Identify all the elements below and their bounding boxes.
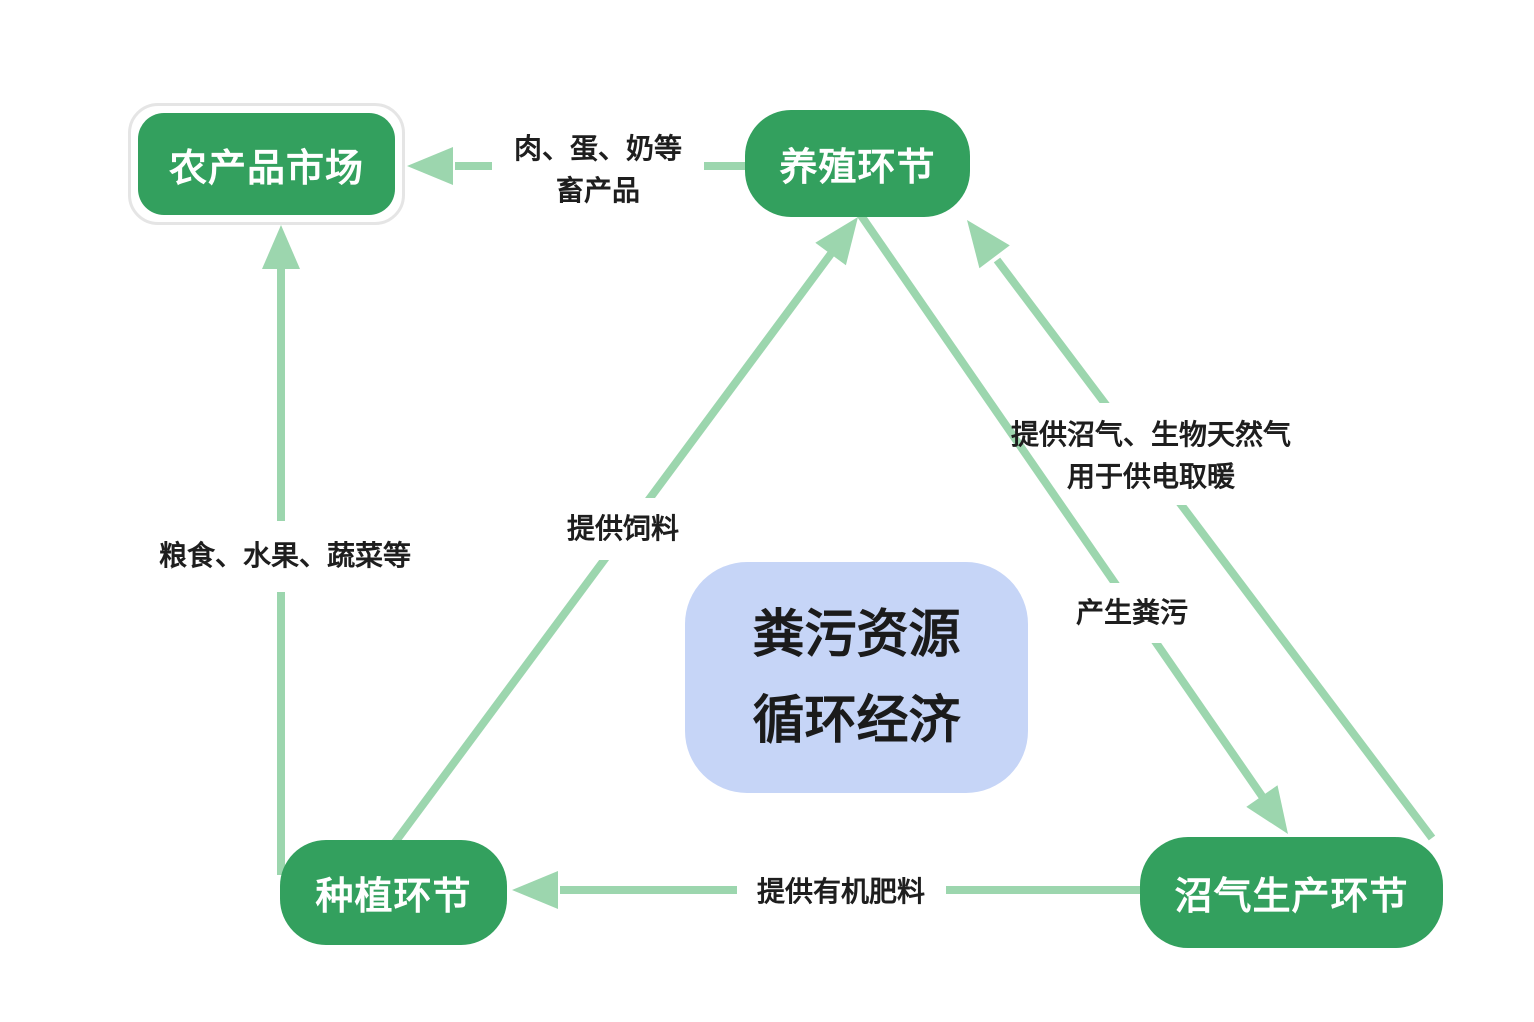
edge-biogas-to-planting-arrowhead (512, 871, 558, 909)
edge-label-livestock-products-line1: 肉、蛋、奶等 (513, 133, 682, 164)
node-planting[interactable]: 种植环节 (280, 840, 507, 945)
edge-label-fertilizer: 提供有机肥料 (756, 876, 925, 907)
edge-label-livestock-products: 肉、蛋、奶等 畜产品 (448, 128, 748, 212)
node-biogas[interactable]: 沼气生产环节 (1140, 837, 1443, 948)
edge-label-mask-fertilizer (737, 862, 946, 923)
edge-label-livestock-products-line2: 畜产品 (555, 175, 640, 206)
edge-label-mask-manure (1057, 583, 1207, 643)
edge-breeding-to-biogas-arrowhead (1246, 785, 1288, 834)
edge-label-biogas-supply-line2: 用于供电取暖 (1066, 461, 1235, 492)
edge-label-biogas-supply-line1: 提供沼气、生物天然气 (1010, 419, 1291, 450)
center-concept-line1: 粪污资源 (752, 605, 961, 664)
edge-label-biogas-supply: 提供沼气、生物天然气 用于供电取暖 (951, 414, 1351, 498)
edge-biogas-to-breeding (967, 220, 1436, 841)
node-market[interactable]: 农产品市场 (138, 113, 395, 215)
edge-biogas-to-breeding-arrowhead (967, 220, 1010, 269)
node-biogas-label: 沼气生产环节 (1174, 876, 1409, 918)
edge-label-mask-crops (134, 521, 436, 592)
center-concept-box[interactable]: 粪污资源 循环经济 (685, 562, 1028, 793)
node-breeding[interactable]: 养殖环节 (745, 110, 970, 217)
edge-label-mask-feed (550, 498, 697, 560)
edge-breeding-to-market-arrowhead (407, 147, 453, 185)
edge-planting-to-breeding-arrowhead (815, 217, 858, 266)
center-concept-line2: 循环经济 (752, 691, 961, 750)
edge-breeding-to-biogas (856, 211, 1288, 834)
node-market-selection-ring: 农产品市场 (128, 103, 405, 225)
node-planting-label: 种植环节 (315, 876, 472, 918)
edge-biogas-to-breeding-line (993, 257, 1436, 841)
edge-breeding-to-biogas-line (856, 211, 1268, 802)
node-market-label: 农产品市场 (168, 147, 364, 190)
node-breeding-label: 养殖环节 (779, 147, 936, 189)
edge-label-manure: 产生粪污 (1075, 597, 1188, 628)
edge-label-feed: 提供饲料 (566, 513, 679, 544)
edge-planting-to-market-arrowhead (262, 225, 300, 269)
edge-label-crops: 粮食、水果、蔬菜等 (158, 540, 411, 571)
edge-label-mask-livestock-products (492, 120, 704, 220)
